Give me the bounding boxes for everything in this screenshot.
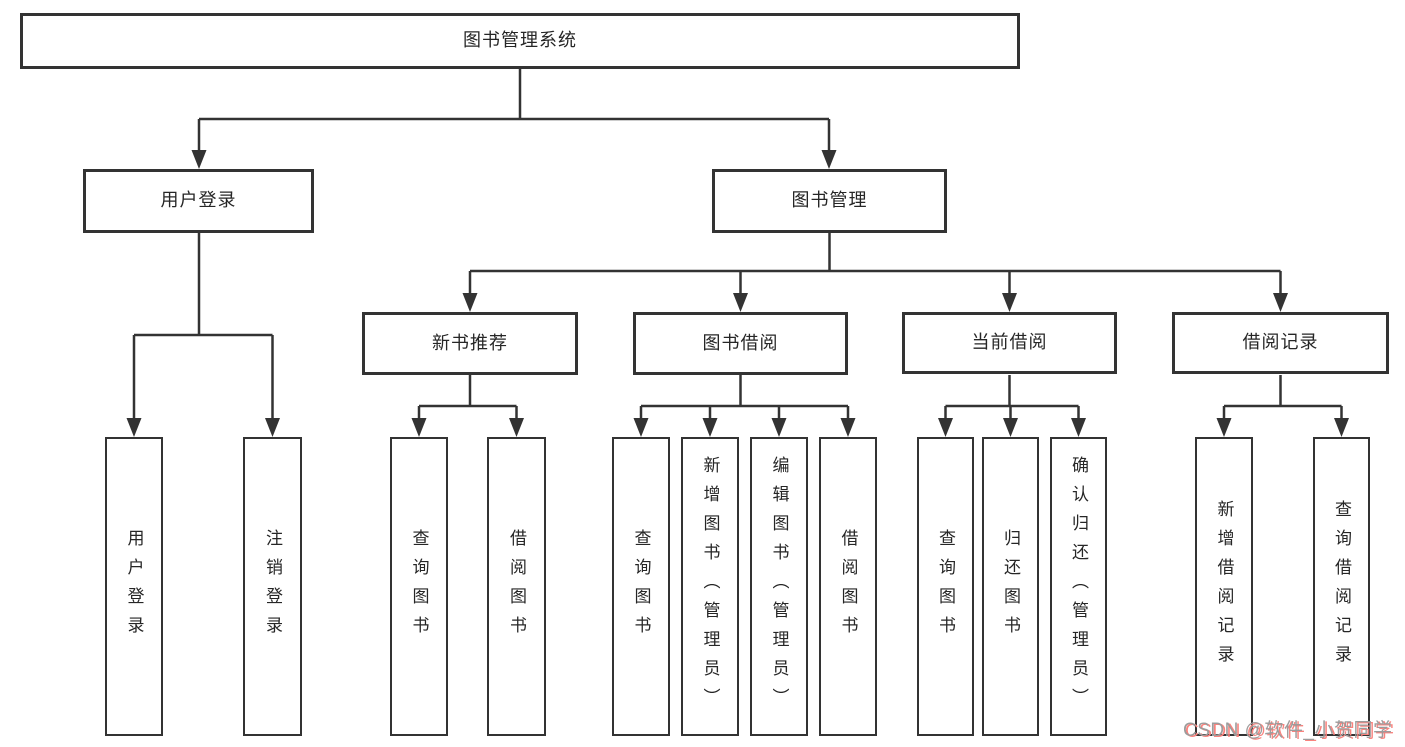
leaf-return-books-label: 归还图书 [1001,528,1020,645]
node-book-borrowing: 图书借阅 [633,312,848,375]
leaf-borrow-books-1-label: 借阅图书 [507,528,526,645]
leaf-query-books-1: 查询图书 [390,437,448,736]
leaf-confirm-return-admin: 确认归还（管理员） [1050,437,1107,736]
leaf-return-books: 归还图书 [982,437,1039,736]
leaf-query-books-3-label: 查询图书 [936,528,955,645]
leaf-user-login: 用户登录 [105,437,163,736]
leaf-borrow-books-1: 借阅图书 [487,437,546,736]
node-new-book-recommendation: 新书推荐 [362,312,578,375]
leaf-logout-login: 注销登录 [243,437,302,736]
leaf-borrow-books-2-label: 借阅图书 [838,528,858,645]
node-user-login: 用户登录 [83,169,314,233]
node-library-management-system: 图书管理系统 [20,13,1020,69]
leaf-query-books-3: 查询图书 [917,437,974,736]
leaf-user-login-label: 用户登录 [124,528,144,645]
leaf-edit-books-admin-label: 编辑图书（管理员） [769,456,789,717]
node-borrowing-records: 借阅记录 [1172,312,1389,374]
node-book-management: 图书管理 [712,169,947,233]
leaf-query-books-1-label: 查询图书 [409,528,429,645]
leaf-query-borrow-record-label: 查询借阅记录 [1332,499,1351,674]
leaf-borrow-books-2: 借阅图书 [819,437,877,736]
leaf-edit-books-admin: 编辑图书（管理员） [750,437,808,736]
leaf-query-borrow-record: 查询借阅记录 [1313,437,1370,736]
node-current-borrowing: 当前借阅 [902,312,1117,374]
leaf-add-books-admin: 新增图书（管理员） [681,437,739,736]
leaf-add-borrow-record: 新增借阅记录 [1195,437,1253,736]
leaf-logout-login-label: 注销登录 [263,528,282,645]
leaf-query-books-2: 查询图书 [612,437,670,736]
leaf-add-borrow-record-label: 新增借阅记录 [1214,499,1234,674]
leaf-add-books-admin-label: 新增图书（管理员） [700,456,720,717]
leaf-confirm-return-admin-label: 确认归还（管理员） [1069,456,1088,717]
leaf-query-books-2-label: 查询图书 [631,528,651,645]
